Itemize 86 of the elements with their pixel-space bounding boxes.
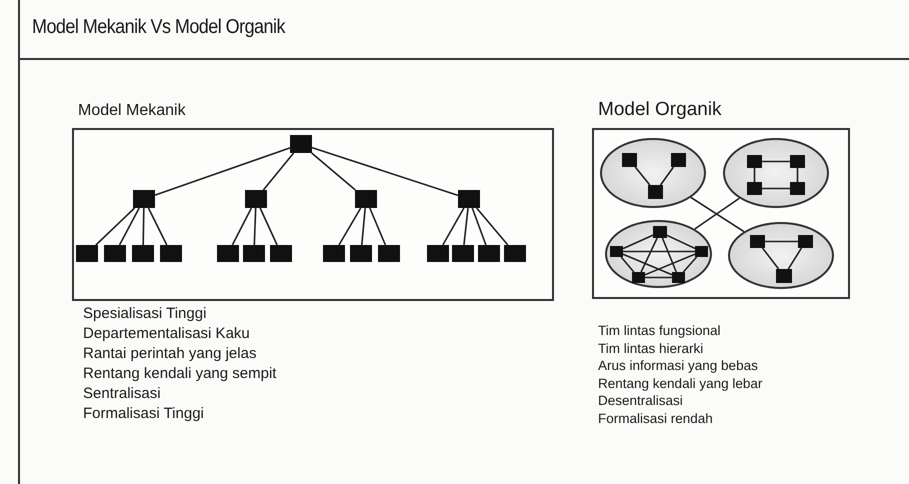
connector-line [338, 208, 362, 246]
connector-line [311, 152, 356, 191]
square-node [270, 245, 292, 262]
square-node [245, 190, 267, 208]
connector-line [634, 166, 650, 186]
frame-heading: Model Organik [598, 99, 722, 121]
square-node [622, 153, 637, 167]
connector-line [762, 248, 780, 270]
connector-line [662, 238, 677, 272]
square-node [427, 245, 449, 262]
feature-text: Formalisasi Tinggi [83, 405, 204, 422]
connector-line [259, 208, 278, 246]
feature-text: Tim lintas hierarki [598, 341, 704, 356]
connector-line [622, 253, 672, 276]
connector-line [360, 208, 366, 246]
connector-line [232, 208, 252, 246]
connector-line [472, 208, 487, 246]
square-node [323, 245, 345, 262]
connector-line [442, 208, 465, 246]
connector-line [154, 147, 290, 196]
square-node [378, 245, 400, 262]
feature-text: Departementalisasi Kaku [83, 325, 250, 342]
connector-line [645, 276, 672, 278]
square-node [695, 246, 708, 257]
square-node [632, 272, 645, 283]
connector-line [312, 146, 458, 196]
frame-heading: Model Mekanik [78, 102, 186, 120]
square-node [747, 182, 762, 195]
feature-text: Spesialisasi Tinggi [83, 305, 206, 322]
diagram-title: Model Mekanik Vs Model Organik [32, 16, 285, 39]
square-node [355, 190, 377, 208]
feature-text: Sentralisasi [83, 385, 161, 402]
connector-line [118, 208, 140, 246]
square-node [776, 269, 792, 283]
connector-line [644, 253, 696, 276]
connector-line [463, 208, 469, 246]
square-node [452, 245, 474, 262]
connector-line [95, 207, 136, 246]
square-node [458, 190, 480, 208]
square-node [104, 245, 126, 262]
square-node [160, 245, 182, 262]
square-node [750, 235, 765, 248]
connector-line [254, 208, 256, 246]
connector-line [369, 208, 386, 246]
square-node [653, 226, 667, 238]
square-node [747, 155, 762, 168]
feature-text: Rantai perintah yang jelas [83, 345, 256, 362]
feature-text: Arus informasi yang bebas [598, 358, 758, 373]
connector-line [620, 256, 634, 273]
connector-line [666, 234, 696, 250]
connector-line [754, 168, 756, 182]
square-node [478, 245, 500, 262]
connector-line [148, 208, 168, 246]
square-node [76, 245, 98, 262]
square-node [672, 272, 685, 283]
square-node [790, 155, 805, 168]
connector-line [640, 238, 658, 272]
connector-line [796, 168, 798, 182]
feature-text: Desentralisasi [598, 393, 683, 408]
square-node [798, 235, 813, 248]
connector-line [623, 250, 695, 252]
square-node [290, 135, 312, 153]
connector-line [660, 166, 674, 186]
feature-text: Rentang kendali yang sempit [83, 365, 276, 382]
connector-line [476, 207, 508, 246]
connector-line [788, 248, 802, 270]
square-node [610, 246, 623, 257]
square-node [671, 153, 686, 167]
square-node [243, 245, 265, 262]
square-node [217, 245, 239, 262]
square-node [132, 245, 154, 262]
square-node [504, 245, 526, 262]
connector-line [762, 160, 790, 162]
connector-line [142, 208, 145, 246]
connector-line [765, 240, 798, 242]
feature-text: Formalisasi rendah [598, 411, 713, 426]
connector-line [262, 152, 294, 190]
square-node [133, 190, 155, 208]
square-node [648, 185, 663, 199]
connector-line [622, 234, 654, 250]
square-node [790, 182, 805, 195]
square-node [350, 245, 372, 262]
feature-text: Rentang kendali yang lebar [598, 376, 762, 391]
connector-line [762, 188, 790, 190]
connector-line [682, 256, 698, 273]
feature-text: Tim lintas fungsional [598, 323, 721, 338]
